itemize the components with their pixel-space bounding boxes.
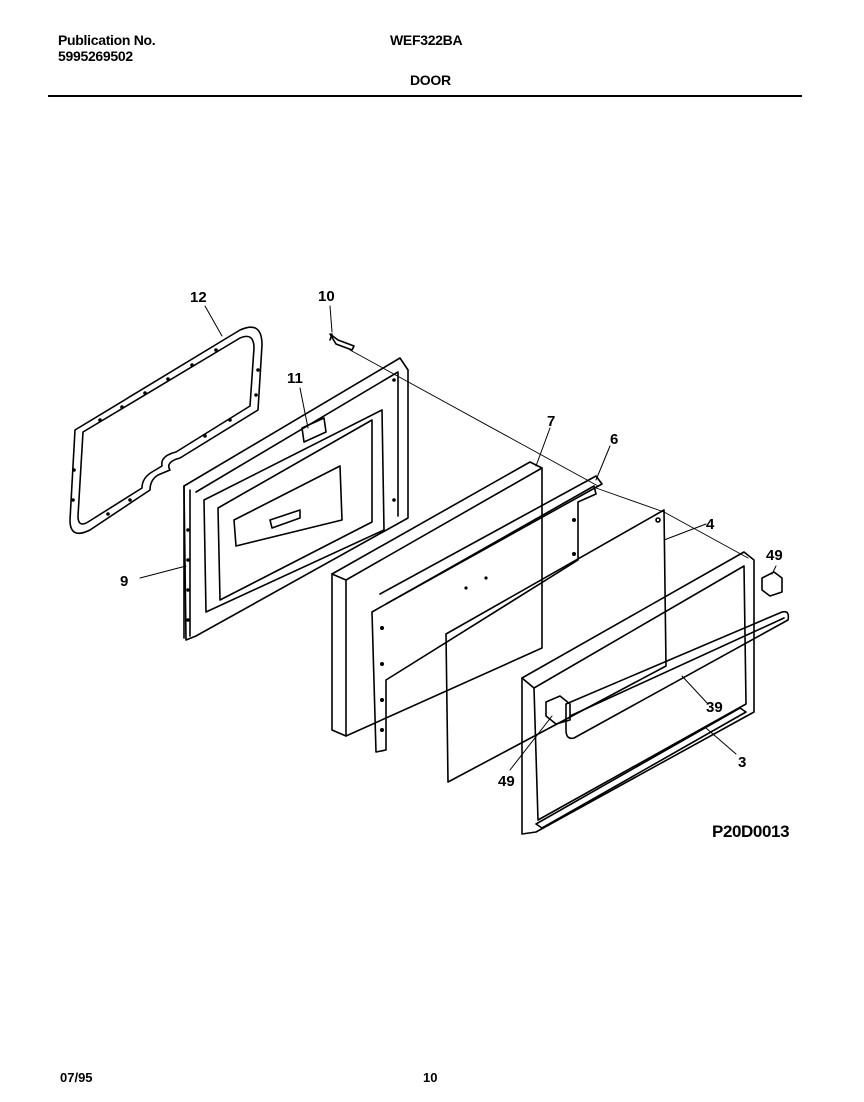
publication-label: Publication No. xyxy=(58,32,156,48)
door-gasket xyxy=(69,326,263,535)
callout-3: 3 xyxy=(738,754,746,771)
footer-date: 07/95 xyxy=(60,1070,93,1085)
callout-12: 12 xyxy=(190,289,207,306)
callout-6: 6 xyxy=(610,431,618,448)
glass-pack xyxy=(371,475,603,753)
inner-door-liner xyxy=(183,357,409,641)
alignment-lines xyxy=(349,349,749,559)
callout-10: 10 xyxy=(318,288,335,305)
callout-39: 39 xyxy=(706,699,723,716)
figure-code: P20D0013 xyxy=(712,822,790,841)
callout-49-left: 49 xyxy=(498,773,515,790)
leader-lines xyxy=(139,305,777,771)
callout-49-right: 49 xyxy=(766,547,783,564)
handle-end-cap-left xyxy=(545,695,571,725)
insulation-panel xyxy=(331,461,543,737)
door-handle xyxy=(565,610,790,740)
frame-trim xyxy=(535,707,747,829)
callout-7: 7 xyxy=(547,413,555,430)
callout-11: 11 xyxy=(287,370,303,387)
callout-4: 4 xyxy=(706,516,715,533)
screw xyxy=(329,333,355,351)
header-rule xyxy=(48,95,802,97)
glass-panel xyxy=(445,509,667,783)
page-number: 10 xyxy=(423,1070,438,1085)
publication-number: 5995269502 xyxy=(58,48,133,64)
model-number: WEF322BA xyxy=(390,32,463,48)
section-title: DOOR xyxy=(410,72,451,88)
outer-door-frame xyxy=(521,551,755,835)
handle-end-cap-right xyxy=(761,571,783,597)
callout-9: 9 xyxy=(120,573,128,590)
